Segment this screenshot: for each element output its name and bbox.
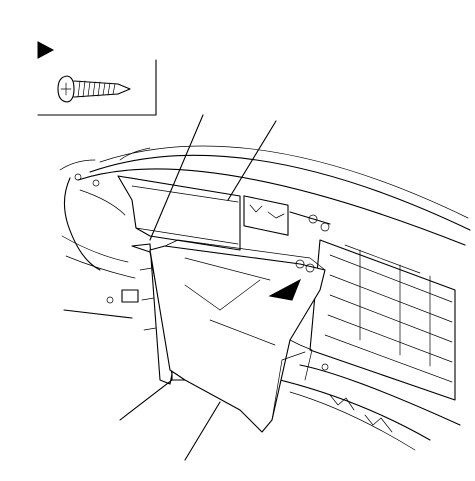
lower-center-leader — [184, 401, 221, 461]
upper-right-leader — [227, 120, 277, 201]
direction-arrow-icon — [268, 278, 301, 301]
headlight-outline — [61, 173, 136, 304]
grille — [309, 239, 456, 401]
upper-bracket — [117, 175, 331, 251]
leader-lines — [63, 114, 277, 461]
air-guide-panel — [149, 239, 326, 433]
left-leader — [63, 309, 133, 319]
screw-inset — [37, 41, 157, 116]
view-direction-arrow-icon — [37, 41, 55, 59]
screw-icon — [57, 75, 131, 103]
lower-bumper — [279, 363, 461, 451]
inset-frame — [37, 59, 157, 116]
upper-left-leader — [149, 114, 204, 241]
lower-left-leader — [119, 379, 173, 421]
hood-edge — [59, 145, 471, 246]
